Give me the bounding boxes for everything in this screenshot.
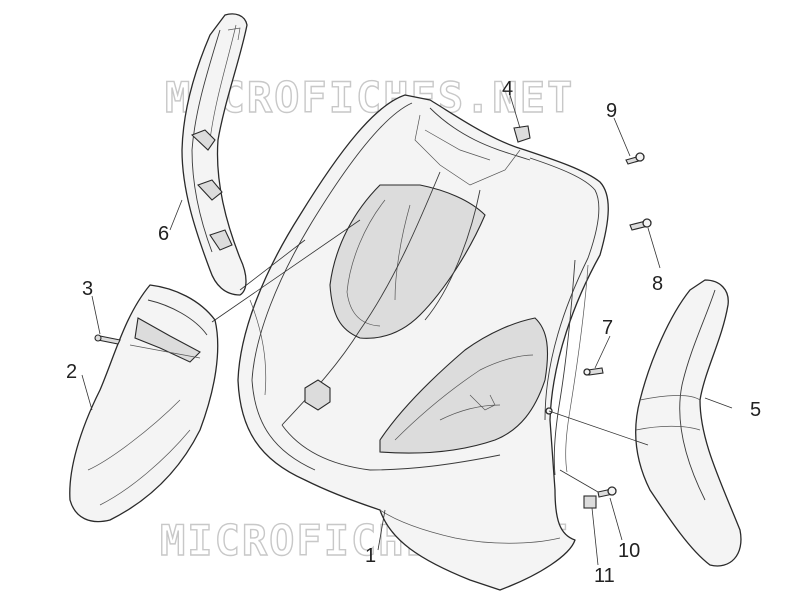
callout-6: 6 xyxy=(158,223,169,245)
callout-1: 1 xyxy=(365,545,376,567)
callout-7: 7 xyxy=(602,317,613,339)
left-cover-part xyxy=(69,284,219,523)
clip-4-icon xyxy=(513,125,531,143)
screw-10-head-icon xyxy=(607,486,617,496)
callout-8: 8 xyxy=(652,273,663,295)
leader-lines xyxy=(81,94,733,566)
callout-5: 5 xyxy=(750,399,761,421)
screw-8-head-icon xyxy=(642,218,652,228)
callout-4: 4 xyxy=(502,78,513,100)
callout-11: 11 xyxy=(594,565,615,587)
callout-2: 2 xyxy=(66,361,77,383)
callout-9: 9 xyxy=(606,100,617,122)
fasteners xyxy=(94,125,652,509)
callout-3: 3 xyxy=(82,278,93,300)
callout-labels: 1 2 3 4 5 6 7 8 9 10 11 xyxy=(66,78,761,587)
upper-trim-part xyxy=(181,13,248,296)
right-cover-part xyxy=(635,279,742,567)
front-shield-part xyxy=(237,94,609,591)
screw-3-head-icon xyxy=(94,334,102,342)
callout-10: 10 xyxy=(618,540,640,562)
clip-11-icon xyxy=(583,495,597,509)
screw-7-head-icon xyxy=(583,368,591,376)
screw-9-head-icon xyxy=(635,152,645,162)
